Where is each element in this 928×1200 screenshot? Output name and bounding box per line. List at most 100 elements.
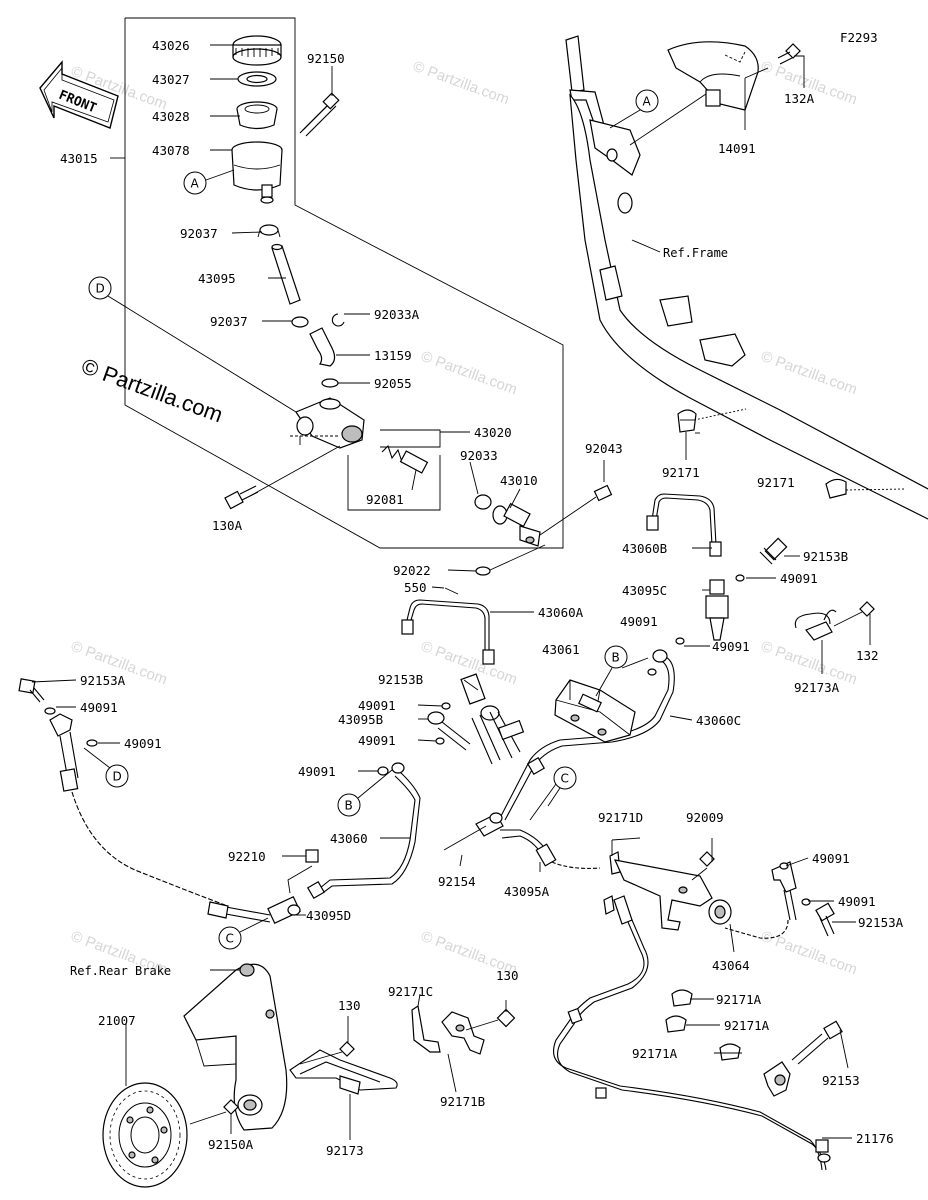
part-label-43015: 43015	[60, 151, 98, 166]
part-label-132A: 132A	[784, 91, 815, 106]
clamp-92037-lower	[291, 316, 309, 328]
master-cylinder-body	[290, 397, 365, 449]
banjo-43095D	[207, 896, 301, 924]
clip-92173A	[794, 609, 837, 674]
part-label-21176: 21176	[856, 1131, 894, 1146]
bolt-92150	[299, 92, 340, 137]
part-label-49091-m3: 49091	[298, 764, 336, 779]
clip-92173	[289, 1049, 398, 1140]
part-label-130-mid: 130	[496, 968, 519, 983]
leader-lines	[31, 44, 856, 1139]
part-label-43027: 43027	[152, 72, 190, 87]
rear-brake-reference	[183, 963, 288, 1131]
piston-group-43020	[347, 429, 441, 511]
callout-D-lower: D	[83, 747, 129, 788]
callout-B-mid: B	[337, 769, 393, 817]
part-label-43078: 43078	[152, 143, 190, 158]
part-label-14091: 14091	[718, 141, 756, 156]
bolt-132	[833, 601, 875, 645]
part-label-92055: 92055	[374, 376, 412, 391]
part-label-43028: 43028	[152, 109, 190, 124]
part-labels: 43026 43027 43028 43078 43015 92150 9203…	[60, 38, 904, 1158]
part-label-43061: 43061	[542, 642, 580, 657]
part-label-49091-m2: 49091	[358, 733, 396, 748]
part-label-92153A-right: 92153A	[858, 915, 904, 930]
grommet-43064	[708, 899, 732, 925]
figure-code: F2293	[840, 30, 878, 45]
pipe-43060C	[499, 649, 675, 821]
callout-B-right: B	[595, 645, 649, 697]
clamp-92037-upper	[257, 224, 281, 238]
o-ring-92055	[321, 378, 339, 388]
left-hose-43095	[18, 678, 226, 906]
part-label-92153: 92153	[822, 1073, 860, 1088]
switch-right	[724, 861, 835, 939]
pipe-43060A	[401, 599, 495, 665]
bracket-92171D	[609, 837, 713, 931]
part-label-132: 132	[856, 648, 879, 663]
bracket-43061	[554, 679, 636, 743]
part-label-43095: 43095	[198, 271, 236, 286]
part-label-49091-rr2: 49091	[838, 894, 876, 909]
callout-D-lower-label: D	[113, 770, 122, 784]
part-label-43020: 43020	[474, 425, 512, 440]
pin-92043	[539, 484, 613, 536]
sensor-21176	[763, 1020, 843, 1097]
clamp-92171-lower	[825, 478, 905, 499]
callout-B-mid-label: B	[345, 799, 353, 813]
part-label-92081: 92081	[366, 492, 404, 507]
pipe-43060	[306, 762, 421, 900]
part-label-92173A: 92173A	[794, 680, 840, 695]
callout-A-right-label: A	[643, 95, 652, 109]
sensor-cable	[553, 895, 831, 1171]
part-label-43060B: 43060B	[622, 541, 667, 556]
callout-A-right: A	[609, 89, 707, 146]
watermark-main: © Partzilla.com	[78, 353, 226, 427]
part-label-92037-lower: 92037	[210, 314, 248, 329]
bolt-130-left	[299, 1016, 355, 1065]
watermark-faint: © Partzilla.com	[759, 928, 860, 979]
callout-C-left-label: C	[226, 932, 234, 946]
watermark-faint: © Partzilla.com	[411, 58, 512, 109]
part-label-92033A: 92033A	[374, 307, 420, 322]
part-label-92009: 92009	[686, 810, 724, 825]
pipe-43060B	[646, 493, 722, 557]
part-label-49091-r3: 49091	[712, 639, 750, 654]
part-label-49091-l1: 49091	[80, 700, 118, 715]
bolt-92153B-right	[759, 537, 788, 565]
banjo-43095A	[443, 812, 601, 869]
bolt-92150A	[223, 1099, 239, 1134]
banjo-43095B	[427, 673, 525, 765]
callout-B-right-label: B	[612, 651, 620, 665]
callout-C-left: C	[218, 917, 269, 950]
part-label-92022: 92022	[393, 563, 431, 578]
elbow-13159	[309, 327, 336, 367]
watermark-faint: © Partzilla.com	[759, 348, 860, 399]
plate-43027	[237, 71, 277, 87]
spring-92081	[381, 444, 429, 474]
part-label-43064: 43064	[712, 958, 750, 973]
part-label-43010: 43010	[500, 473, 538, 488]
callout-A-left: A	[183, 169, 235, 195]
part-label-92171B: 92171B	[440, 1094, 485, 1109]
disc-21007	[102, 1024, 227, 1188]
nut-92022	[475, 544, 546, 576]
part-label-49091-rr1: 49091	[812, 851, 850, 866]
diaphragm-43028	[236, 101, 278, 130]
part-label-43060: 43060	[330, 831, 368, 846]
part-label-92173: 92173	[326, 1143, 364, 1158]
part-label-49091-l2: 49091	[124, 736, 162, 751]
part-label-92150A: 92150A	[208, 1137, 254, 1152]
part-label-92171D: 92171D	[598, 810, 643, 825]
part-label-130-left: 130	[338, 998, 361, 1013]
part-label-92171C: 92171C	[388, 984, 433, 999]
part-label-43095C: 43095C	[622, 583, 667, 598]
part-label-13159: 13159	[374, 348, 412, 363]
reservoir-43078	[231, 141, 283, 204]
part-label-92037-upper: 92037	[180, 226, 218, 241]
part-label-92171A-2: 92171A	[724, 1018, 770, 1033]
part-label-92171A-1: 92171A	[716, 992, 762, 1007]
callout-A-left-label: A	[191, 177, 200, 191]
bracket-92171C	[411, 993, 441, 1053]
part-label-92171-upper: 92171	[662, 465, 700, 480]
